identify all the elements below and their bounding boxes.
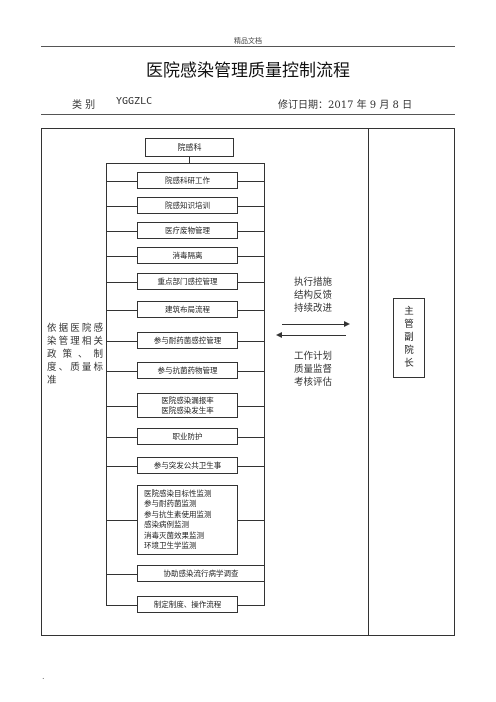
item-connector-left xyxy=(106,341,137,342)
policy-basis-text: 依据医院感染管理相关政策、制度、质量标准 xyxy=(47,323,103,386)
process-item-box: 医疗废物管理 xyxy=(137,222,238,239)
frame-divider xyxy=(368,128,369,636)
process-item-box: 职业防护 xyxy=(137,428,238,445)
process-item-box: 参与突发公共卫生事 xyxy=(137,457,238,474)
process-item-box: 参与耐药菌感控管理 xyxy=(137,332,238,349)
item-connector-left xyxy=(106,310,137,311)
item-connector-right xyxy=(238,282,264,283)
process-item-box: 参与抗菌药物管理 xyxy=(137,362,238,379)
arrow-to-authority xyxy=(282,324,346,325)
item-connector-right xyxy=(238,256,264,257)
item-connector-left xyxy=(106,371,137,372)
item-connector-left xyxy=(106,605,137,606)
category-value: YGGZLC xyxy=(116,96,153,107)
category-label: 类 别 xyxy=(72,100,96,111)
feedback-text: 执行措施 结构反馈 持续改进 xyxy=(294,277,333,314)
header-rule xyxy=(41,46,455,47)
bracket-top xyxy=(106,163,264,164)
process-item-box: 院感知识培训 xyxy=(137,197,238,214)
bracket-left xyxy=(106,163,107,606)
flow-frame xyxy=(41,128,455,636)
item-connector-right xyxy=(238,371,264,372)
item-connector-right xyxy=(238,231,264,232)
item-connector-right xyxy=(238,466,264,467)
process-item-box: 制定制度、操作流程 xyxy=(137,596,238,613)
item-connector-left xyxy=(106,256,137,257)
root-box-infection-dept: 院感科 xyxy=(145,138,234,157)
root-connector xyxy=(189,157,190,163)
evaluation-text: 工作计划 质量监督 考核评估 xyxy=(294,351,333,388)
arrow-to-dept xyxy=(282,335,346,336)
item-connector-right xyxy=(238,310,264,311)
item-connector-left xyxy=(106,574,137,575)
item-connector-right xyxy=(238,341,264,342)
item-connector-right xyxy=(238,437,264,438)
process-item-box: 医院感染目标性监测 参与耐药菌监测 参与抗生素使用监测 感染病例监测 消毒灭菌效… xyxy=(137,485,238,555)
process-item-box: 院感科研工作 xyxy=(137,172,238,189)
bracket-right xyxy=(264,163,265,606)
item-connector-right xyxy=(238,605,264,606)
item-connector-left xyxy=(106,466,137,467)
process-item-box: 医院感染漏报率 医院感染发生率 xyxy=(137,393,238,418)
arrow-right-head xyxy=(344,321,350,327)
process-item-box: 消毒隔离 xyxy=(137,247,238,264)
item-connector-left xyxy=(106,282,137,283)
item-connector-left xyxy=(106,206,137,207)
process-item-box: 协助感染流行病学调查 xyxy=(137,565,265,582)
header-note: 精品文档 xyxy=(234,37,262,45)
process-item-box: 重点部门感控管理 xyxy=(137,273,238,290)
item-connector-left xyxy=(106,181,137,182)
authority-char: 院 xyxy=(404,345,414,356)
item-connector-right xyxy=(238,206,264,207)
item-connector-left xyxy=(106,231,137,232)
process-item-box: 建筑布局流程 xyxy=(137,301,238,318)
item-connector-right xyxy=(238,520,264,521)
item-connector-right xyxy=(238,181,264,182)
authority-char: 副 xyxy=(404,332,414,343)
page-title: 医院感染管理质量控制流程 xyxy=(146,61,350,81)
authority-label: 主管副院长 xyxy=(404,305,414,370)
item-connector-left xyxy=(106,406,137,407)
footer-dot: . xyxy=(42,672,45,681)
authority-box-vice-president: 主管副院长 xyxy=(393,298,425,378)
authority-char: 主 xyxy=(404,306,414,317)
item-connector-left xyxy=(106,437,137,438)
authority-char: 管 xyxy=(404,319,414,330)
meta-rule xyxy=(41,114,455,115)
item-connector-right xyxy=(238,406,264,407)
authority-char: 长 xyxy=(404,358,414,369)
arrow-left-head xyxy=(276,332,282,338)
item-connector-left xyxy=(106,520,137,521)
revision-date: 修订日期：2017 年 9 月 8 日 xyxy=(278,100,413,111)
